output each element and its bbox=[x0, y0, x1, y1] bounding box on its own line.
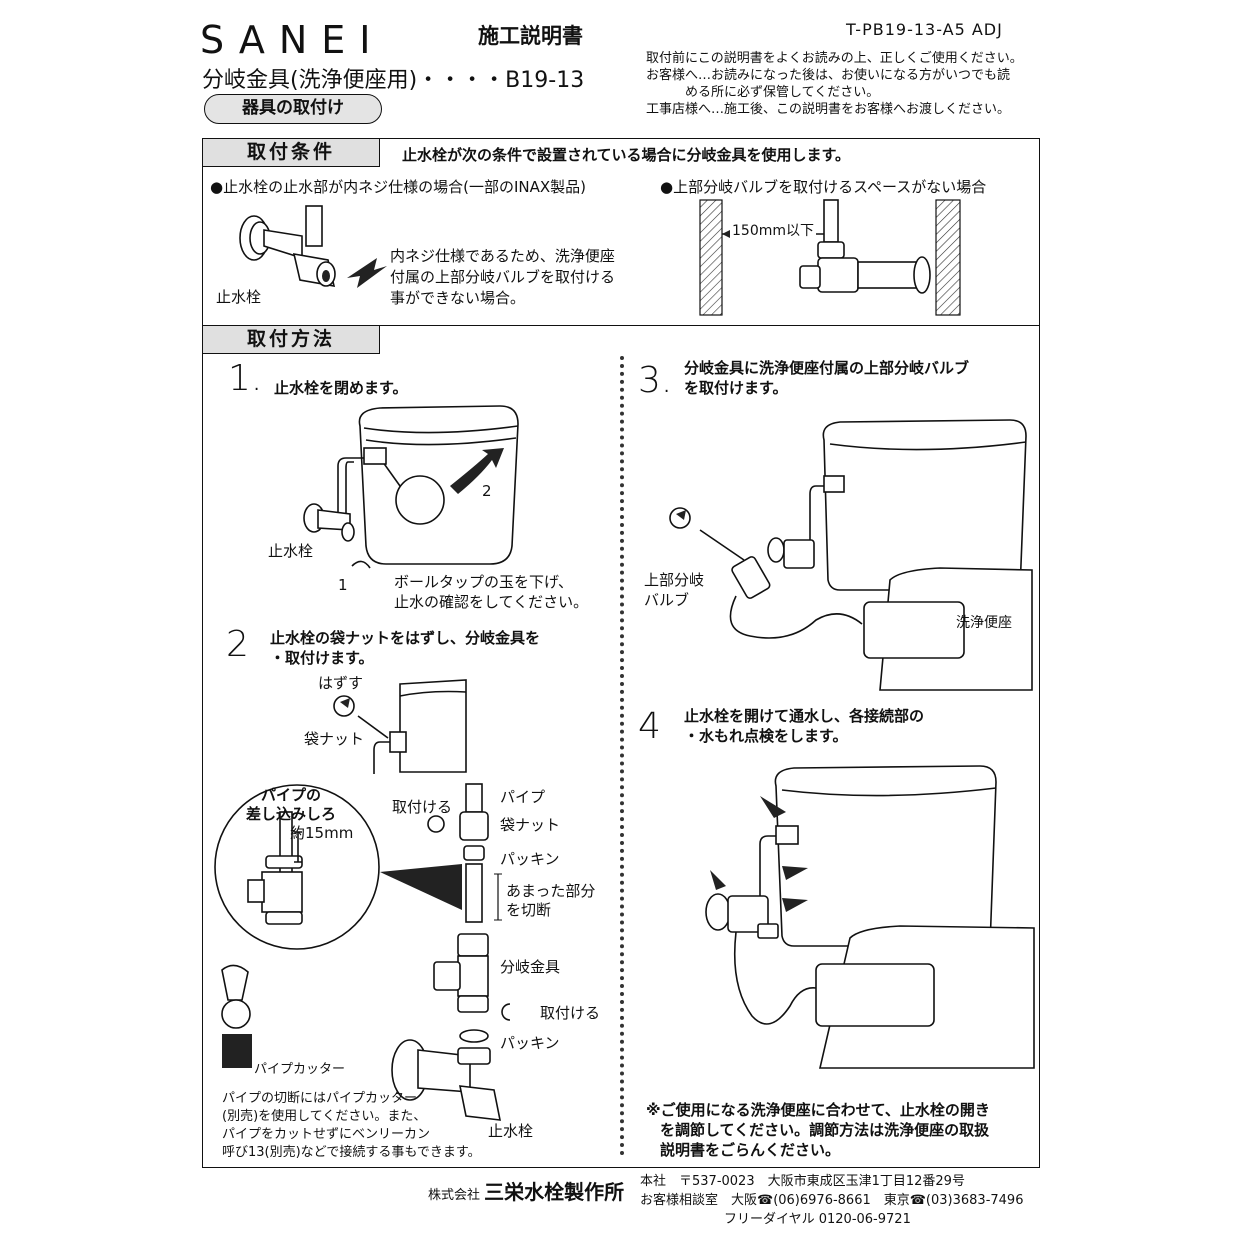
step2-number: 2 bbox=[226, 624, 249, 665]
step3-valve-label: 上部分岐 バルブ bbox=[644, 571, 705, 609]
pipe-cutter-drawing bbox=[221, 964, 252, 1068]
step4-text: 止水栓を開けて通水し、各接続部の ・水もれ点検をします。 bbox=[684, 707, 925, 745]
step1-note: ボールタップの玉を下げ、 止水の確認をしてください。 bbox=[394, 573, 589, 611]
label-union-nut: 袋ナット bbox=[500, 816, 561, 834]
brand-logo: SANEI bbox=[200, 18, 385, 62]
step3-number: 3. bbox=[638, 360, 673, 401]
instruction-frame bbox=[202, 138, 1040, 1168]
free-dial: フリーダイヤル 0120-06-9721 bbox=[724, 1212, 911, 1227]
conditions-illustrations bbox=[239, 199, 961, 316]
label-branch-fitting: 分岐金具 bbox=[500, 958, 561, 976]
step1-valve-label: 止水栓 bbox=[268, 542, 314, 560]
space-dimension-label: 150mm以下 bbox=[730, 220, 816, 240]
label-pipe-cutter: パイプカッター bbox=[254, 1062, 346, 1077]
step2-nut-label: 袋ナット bbox=[304, 730, 365, 748]
conditions-heading: 取付条件 bbox=[202, 138, 380, 167]
narrow-space-drawing bbox=[699, 199, 961, 316]
step3-text: 分岐金具に洗浄便座付属の上部分岐バルブ を取付けます。 bbox=[684, 359, 970, 397]
label-pipe: パイプ bbox=[500, 788, 546, 806]
case1-valve-label: 止水栓 bbox=[216, 288, 262, 306]
step3-seat-label: 洗浄便座 bbox=[956, 615, 1012, 631]
footnote: ※ご使用になる洗浄便座に合わせて、止水栓の開き を調節してください。調節方法は洗… bbox=[646, 1101, 990, 1159]
label-attach-2: 取付ける bbox=[540, 1004, 601, 1022]
inner-thread-valve-drawing bbox=[239, 205, 387, 288]
condition-case-2: ●上部分岐バルブを取付けるスペースがない場合 bbox=[660, 178, 987, 196]
product-name: 分岐金具(洗浄便座用)・・・・B19-13 bbox=[202, 68, 585, 93]
method-heading: 取付方法 bbox=[202, 325, 380, 354]
step1-illustration bbox=[303, 405, 519, 569]
head-office-address: 本社 〒537-0023 大阪市東成区玉津1丁目12番29号 bbox=[640, 1174, 965, 1189]
inset-title: パイプの 差し込みしろ bbox=[246, 786, 337, 823]
step2-text: 止水栓の袋ナットをはずし、分岐金具を ・取付けます。 bbox=[270, 629, 541, 667]
customer-support-phones: お客様相談室 大阪☎(06)6976-8661 東京☎(03)3683-7496 bbox=[640, 1193, 1024, 1208]
notice-block: 取付前にこの説明書をよくお読みの上、正しくご使用ください。 お客様へ…お読みにな… bbox=[646, 51, 1023, 117]
step1-number: 1. bbox=[228, 358, 263, 399]
section-pill: 器具の取付け bbox=[204, 94, 382, 124]
insertion-depth-inset bbox=[214, 784, 380, 950]
label-stop-valve: 止水栓 bbox=[488, 1122, 534, 1140]
step3-illustration bbox=[669, 419, 1033, 691]
step2-remove-label: はずす bbox=[318, 674, 364, 692]
step1-text: 止水栓を閉めます。 bbox=[274, 379, 408, 397]
condition-case-1: ●止水栓の止水部が内ネジ仕様の場合(一部のINAX製品) bbox=[210, 178, 586, 196]
step1-arrow2-label: 2 bbox=[482, 482, 492, 500]
company-contact: 本社 〒537-0023 大阪市東成区玉津1丁目12番29号 お客様相談室 大阪… bbox=[640, 1172, 1023, 1229]
cutter-note: パイプの切断にはパイプカッター (別売)を使用してください。また、 パイプをカッ… bbox=[222, 1091, 481, 1160]
step2-top-illustration bbox=[333, 679, 467, 774]
label-packing-1: パッキン bbox=[500, 850, 560, 868]
label-cut-excess: あまった部分 を切断 bbox=[506, 882, 596, 919]
step1-arrow1-label: 1 bbox=[338, 576, 348, 594]
conditions-lead: 止水栓が次の条件で設置されている場合に分岐金具を使用します。 bbox=[402, 146, 851, 164]
step4-illustration bbox=[705, 765, 1035, 1069]
label-packing-2: パッキン bbox=[500, 1034, 560, 1052]
column-divider bbox=[620, 356, 624, 1156]
inset-dimension: 約15mm bbox=[290, 824, 354, 842]
step2-exploded-illustration bbox=[380, 783, 510, 1121]
document-code: T-PB19-13-A5 ADJ bbox=[846, 20, 1003, 39]
case1-description: 内ネジ仕様であるため、洗浄便座 付属の上部分岐バルブを取付ける 事ができない場合… bbox=[390, 247, 616, 307]
document-title: 施工説明書 bbox=[478, 24, 583, 48]
step4-number: 4 bbox=[638, 706, 661, 747]
section-divider bbox=[202, 325, 1040, 326]
label-attach-1: 取付ける bbox=[392, 798, 453, 816]
company-name: 株式会社 三栄水栓製作所 bbox=[428, 1180, 625, 1204]
